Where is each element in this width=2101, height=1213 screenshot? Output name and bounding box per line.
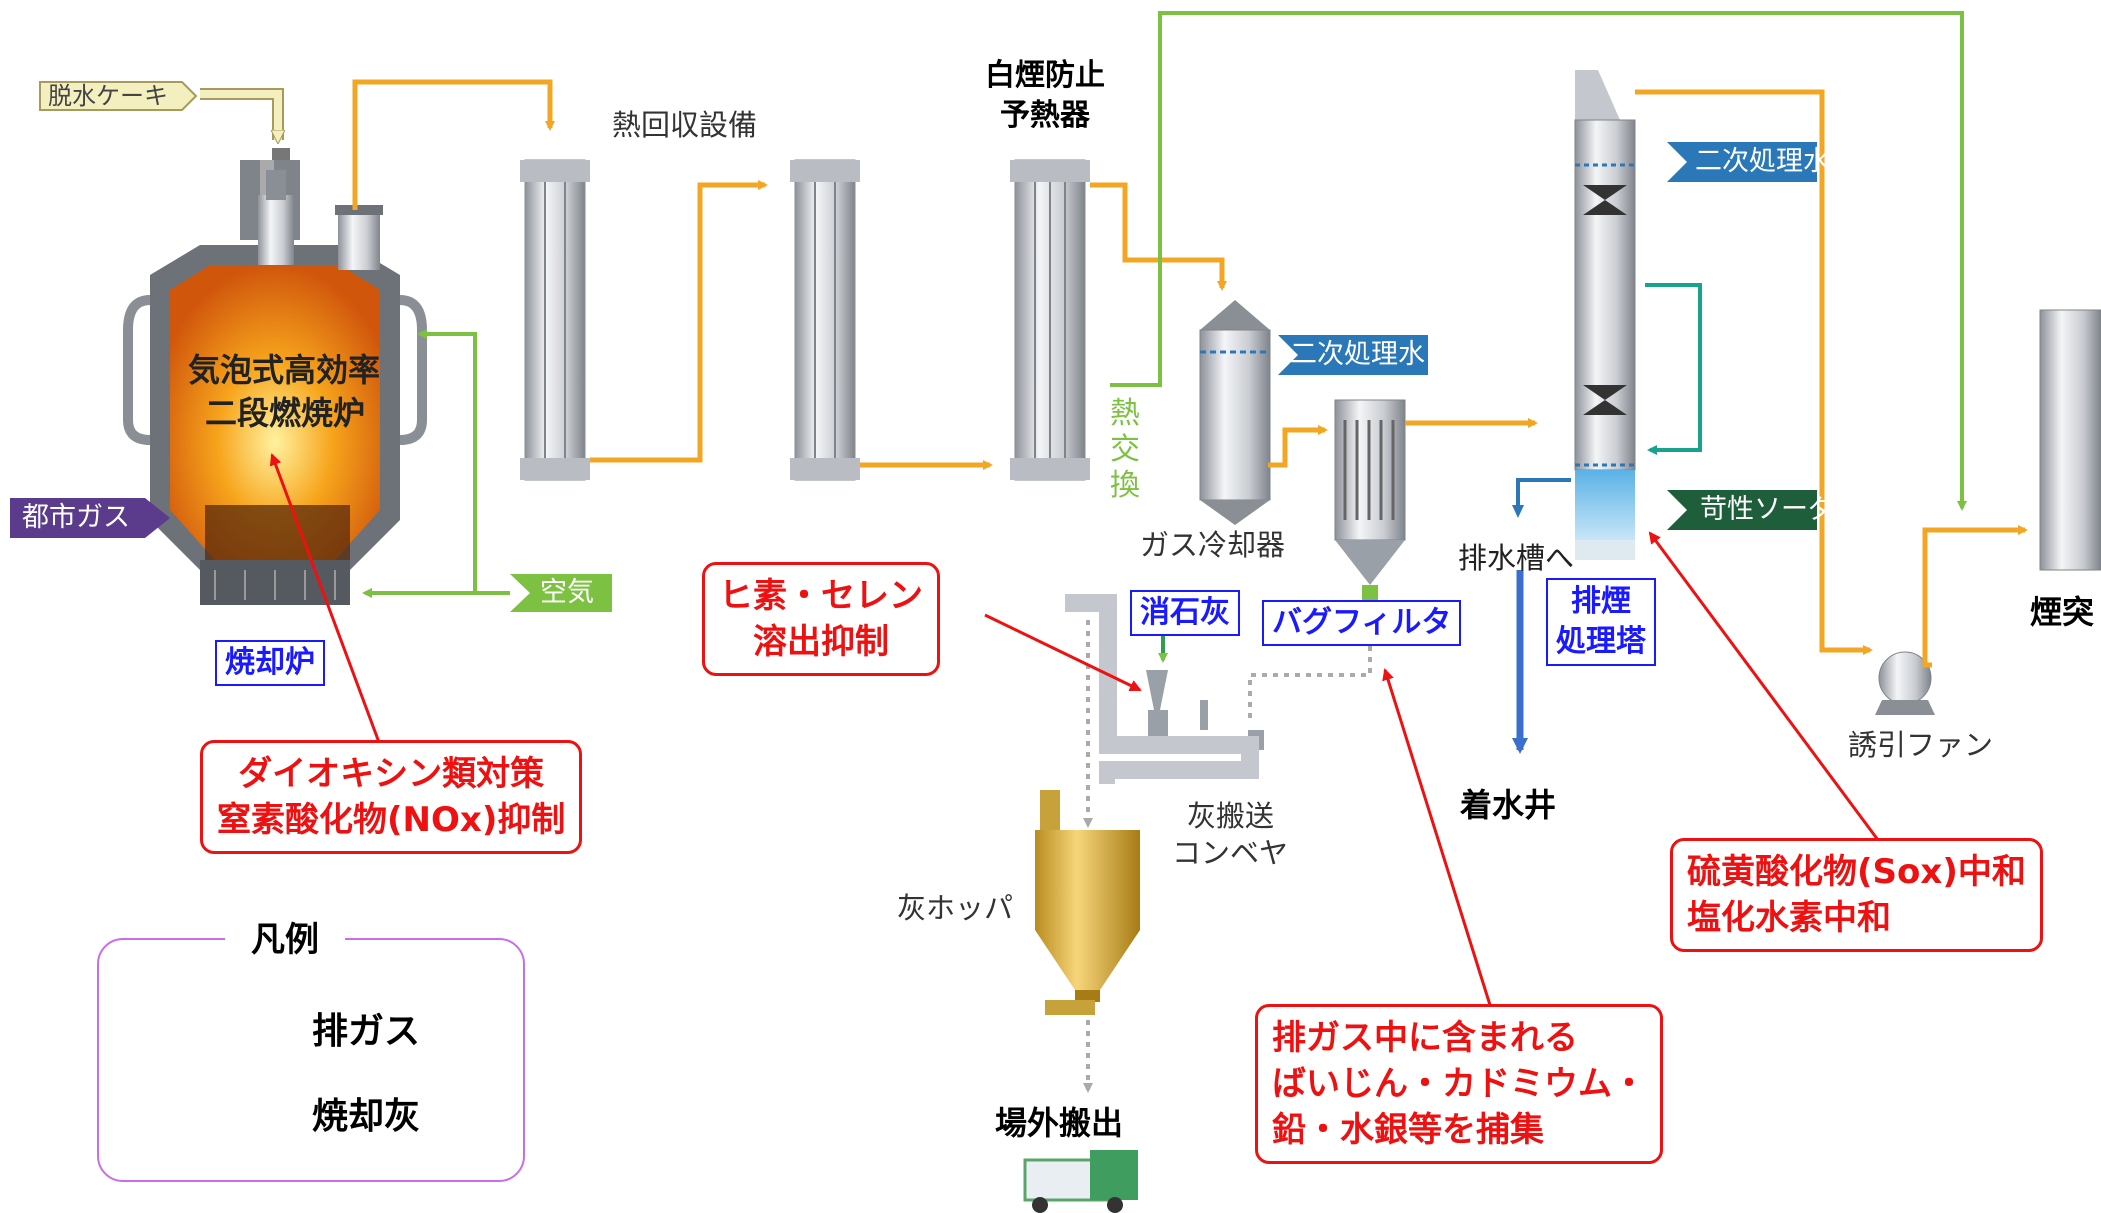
bag-filter-label: バグフィルタ	[1262, 600, 1462, 646]
chimney	[2039, 309, 2101, 571]
dust-note-line1: 排ガス中に含まれる	[1272, 1018, 1578, 1058]
arsenic-note-line1: ヒ素・セレン	[719, 576, 923, 616]
arsenic-selenium-note: ヒ素・セレン 溶出抑制	[702, 562, 940, 676]
drain-flow	[1512, 478, 1571, 754]
white-smoke-label-1: 白煙防止	[985, 58, 1105, 93]
water-well-label: 着水井	[1460, 786, 1557, 824]
ash-hopper-label: 灰ホッパ	[897, 891, 1014, 925]
tag-shapes	[10, 81, 1817, 612]
air-tag-label: 空気	[540, 577, 594, 608]
legend	[97, 938, 525, 1182]
cake-feed	[200, 88, 278, 140]
legend-exhaust-label: 排ガス	[312, 1011, 421, 1052]
ash-conveyor-label-2: コンベヤ	[1172, 836, 1289, 870]
callout-lines	[269, 453, 1880, 1006]
exhaust-gas-flow	[352, 79, 2028, 668]
white-smoke-label-2: 予熱器	[1000, 98, 1090, 133]
sox-note-line1: 硫黄酸化物(Sox)中和	[1687, 852, 2026, 892]
ash-conveyor-label-1: 灰搬送	[1187, 799, 1275, 833]
secondary-water-tag-2: 二次処理水	[1695, 146, 1830, 177]
secondary-water-tag-1: 二次処理水	[1290, 339, 1425, 370]
induced-fan	[1875, 651, 1935, 715]
drain-tank-label: 排水槽へ	[1458, 541, 1575, 575]
heat-exchange-label: 熱交換	[1110, 396, 1140, 503]
dioxin-note: ダイオキシン類対策 窒素酸化物(NOx)抑制	[200, 740, 583, 854]
city-gas-tag-label: 都市ガス	[22, 502, 130, 533]
scrubber-label-line1: 排煙	[1571, 584, 1631, 619]
truck-icon	[1023, 1150, 1138, 1213]
caustic-soda-tag: 苛性ソーダ	[1700, 494, 1835, 525]
arsenic-note-line2: 溶出抑制	[753, 622, 889, 662]
cake-tag-label: 脱水ケーキ	[48, 82, 168, 110]
legend-ash-label: 焼却灰	[312, 1096, 421, 1137]
gas-cooler-label: ガス冷却器	[1140, 528, 1286, 562]
scrubber-label: 排煙 処理塔	[1546, 578, 1656, 666]
scrubber-tower	[1574, 70, 1636, 560]
legend-title: 凡例	[225, 912, 345, 961]
sox-note: 硫黄酸化物(Sox)中和 塩化水素中和	[1670, 838, 2043, 952]
gas-cooler	[1199, 300, 1271, 525]
scrubber-recirculation	[1645, 283, 1702, 455]
furnace-name-line1: 気泡式高効率	[188, 351, 381, 389]
bag-filter	[1334, 399, 1406, 601]
air-flow	[362, 11, 1967, 598]
furnace-name-line2: 二段燃焼炉	[205, 394, 366, 432]
preheater-column	[1010, 159, 1090, 481]
heat-recovery-column-2	[790, 159, 860, 481]
scrubber-label-line2: 処理塔	[1556, 624, 1646, 659]
chimney-label: 煙突	[2030, 593, 2095, 631]
incinerator-furnace	[123, 148, 427, 605]
slaked-lime-label: 消石灰	[1130, 590, 1240, 636]
ash-conveyor	[1065, 594, 1259, 784]
induced-fan-label: 誘引ファン	[1848, 728, 1994, 762]
dioxin-note-line2: 窒素酸化物(NOx)抑制	[217, 800, 566, 840]
ash-hopper	[1035, 790, 1140, 1015]
sox-note-line2: 塩化水素中和	[1687, 898, 1891, 938]
heat-recovery-column-1	[520, 159, 590, 481]
dust-note-line2: ばいじん・カドミウム・	[1272, 1064, 1646, 1104]
incinerator-label: 焼却炉	[215, 640, 325, 686]
dust-capture-note: 排ガス中に含まれる ばいじん・カドミウム・ 鉛・水銀等を捕集	[1255, 1004, 1663, 1164]
offsite-label: 場外搬出	[995, 1104, 1124, 1142]
heat-recovery-label: 熱回収設備	[612, 108, 758, 142]
dioxin-note-line1: ダイオキシン類対策	[238, 754, 545, 794]
dust-note-line3: 鉛・水銀等を捕集	[1272, 1110, 1544, 1150]
